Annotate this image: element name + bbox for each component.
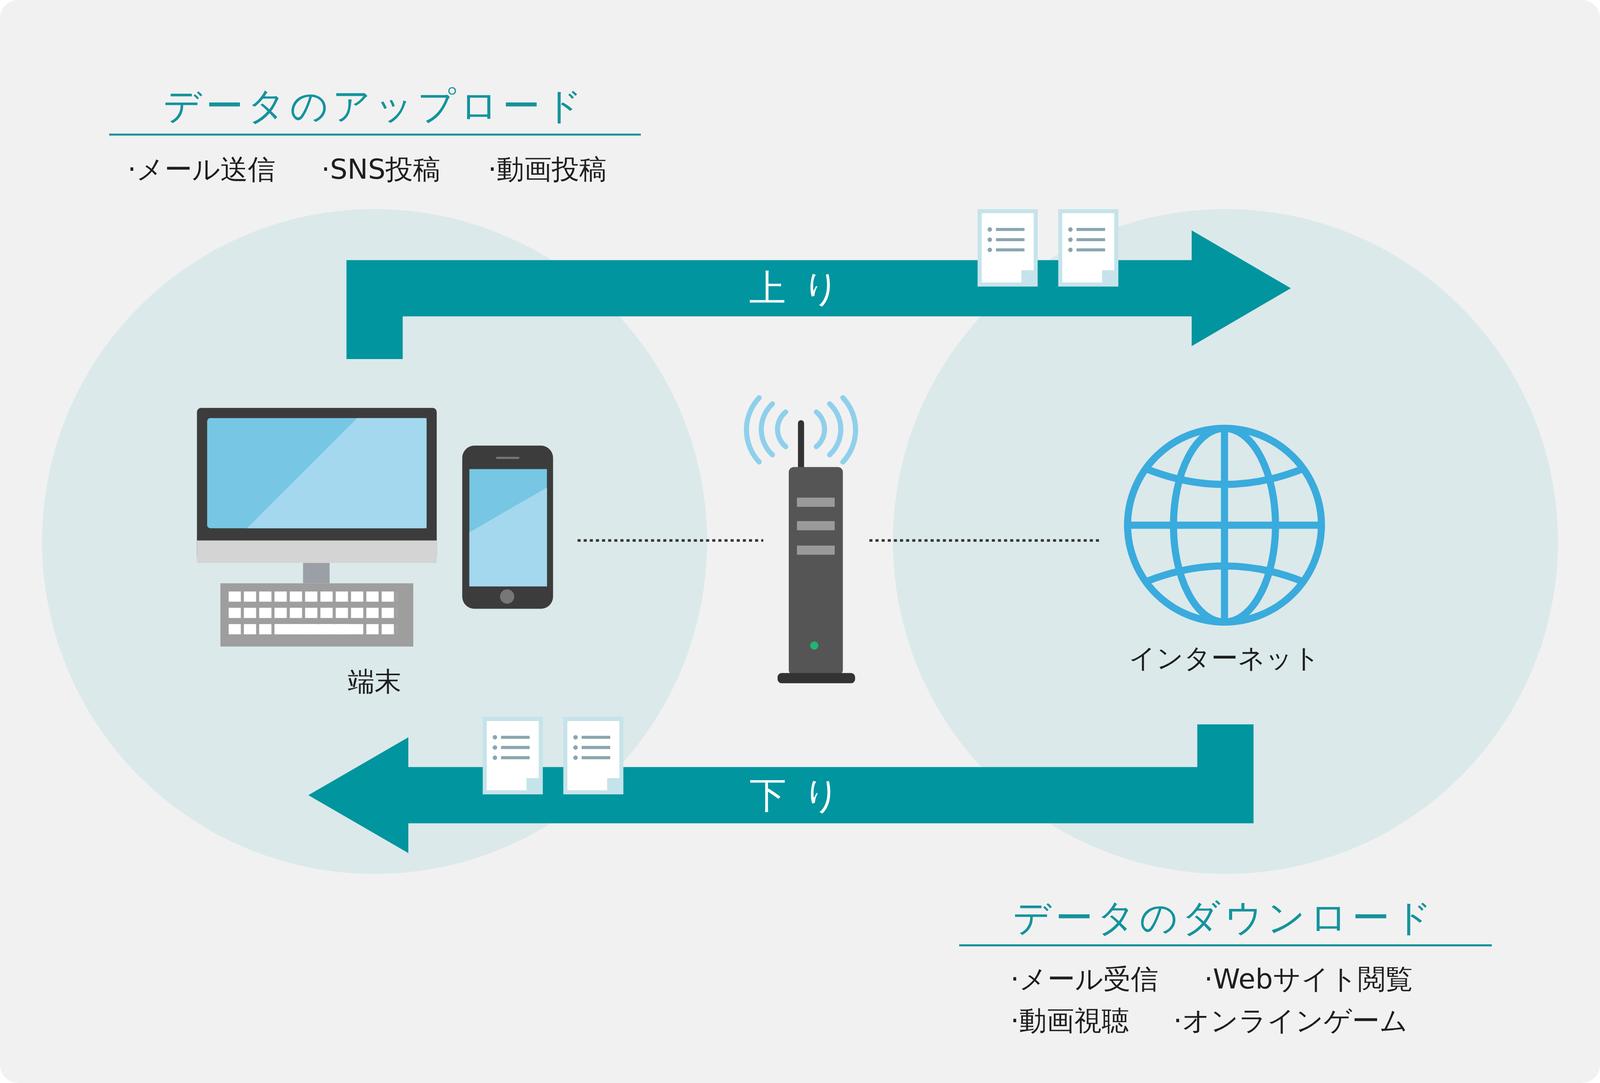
node-label: 端末	[347, 663, 402, 700]
node-label: インターネット	[1128, 640, 1321, 677]
dotted-link	[577, 539, 764, 542]
phone-screen	[469, 469, 548, 587]
list-item: ·Webサイト閲覧	[1204, 960, 1413, 999]
list-item: ·動画視聴	[1010, 1002, 1130, 1040]
monitor-stand	[302, 562, 330, 584]
arrow-head	[308, 737, 409, 854]
arrow-label: 上り	[749, 263, 857, 314]
circle-fill	[42, 209, 708, 875]
list-item: ·SNS投稿	[321, 150, 441, 189]
node-circle: インターネット	[892, 209, 1558, 875]
heading-underline	[959, 944, 1492, 947]
keyboard-keys	[228, 591, 398, 637]
globe-outline	[1127, 428, 1322, 623]
smartphone	[462, 445, 553, 610]
list-item: ·メール受信	[1010, 960, 1159, 999]
globe-meridian	[1220, 428, 1228, 623]
wifi-router	[746, 397, 856, 684]
circle-shape	[42, 209, 708, 875]
flow-arrow	[308, 724, 1226, 854]
wifi-wave	[777, 412, 786, 447]
list-item: ·メール送信	[127, 150, 276, 189]
arrow-band	[374, 288, 1192, 360]
circle-fill	[892, 209, 1558, 875]
heading-underline	[109, 133, 641, 136]
section-heading: データのダウンロード	[1012, 892, 1437, 944]
document-icon	[977, 209, 1038, 287]
arrow-label: 下り	[749, 770, 858, 821]
router-slot	[797, 497, 835, 508]
router-base	[777, 673, 855, 684]
document-icon	[563, 717, 624, 795]
screen-glare	[247, 418, 427, 529]
dotted-link	[869, 539, 1100, 542]
circle-shape	[892, 209, 1558, 875]
globe-equator	[1127, 521, 1322, 529]
wifi-wave	[829, 403, 841, 455]
document-icon	[1058, 209, 1119, 287]
section-heading: データのアップロード	[163, 80, 587, 132]
wifi-wave	[816, 412, 825, 447]
monitor-chin	[197, 540, 438, 564]
router-antenna	[797, 423, 805, 472]
monitor-frame	[197, 407, 438, 561]
router-body	[788, 467, 843, 675]
arrow-band	[408, 724, 1226, 796]
wifi-wave	[761, 403, 773, 455]
keyboard	[220, 583, 414, 647]
desktop-computer	[197, 407, 438, 647]
phone-body	[462, 445, 553, 610]
phone-button	[500, 589, 515, 604]
list-item: ·オンラインゲーム	[1173, 1002, 1408, 1040]
node-circle: 端末	[42, 209, 708, 875]
router-led	[810, 641, 819, 650]
keyboard-spacebar	[275, 624, 353, 635]
phone-speaker	[497, 457, 519, 460]
router-slot	[797, 545, 835, 555]
globe-latitude	[1147, 469, 1303, 485]
arrow-head	[1191, 230, 1291, 347]
document-icon	[482, 717, 543, 795]
monitor-screen	[207, 418, 427, 529]
wifi-wave	[746, 397, 760, 463]
globe-latitude	[1147, 566, 1303, 582]
flow-arrow	[374, 230, 1291, 360]
router-slot	[797, 521, 835, 531]
list-item: ·動画投稿	[487, 150, 607, 189]
globe-icon	[1127, 428, 1322, 623]
globe-meridian	[1173, 428, 1276, 623]
phone-glare	[469, 487, 548, 587]
wifi-wave	[842, 397, 856, 463]
